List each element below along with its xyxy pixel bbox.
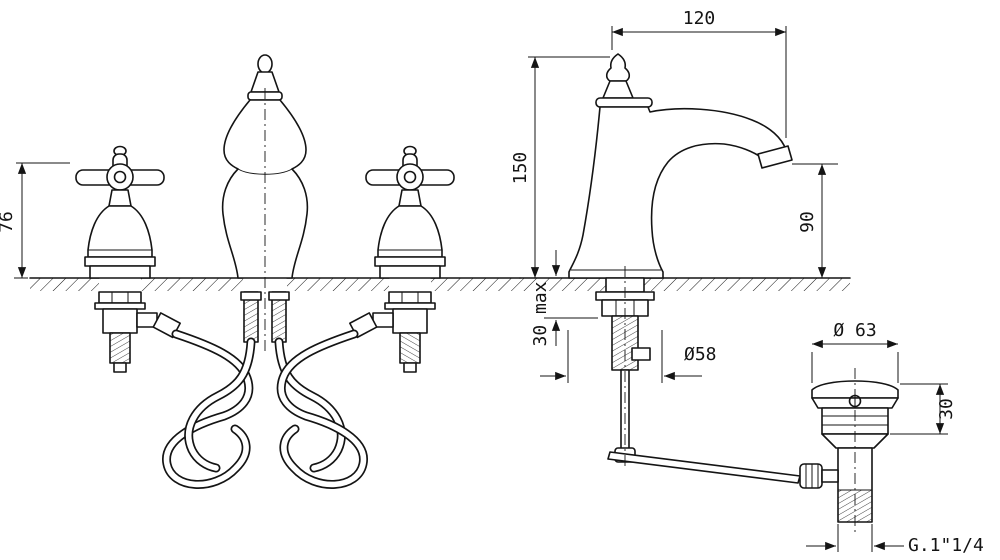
dimension-d58: Ø58 xyxy=(540,330,717,383)
dimension-30-max: 30 max xyxy=(530,250,598,347)
spout-side-view xyxy=(568,53,793,279)
dim-label-d58: Ø58 xyxy=(684,344,717,365)
dimension-thread: G.1"1/4 xyxy=(806,524,984,556)
dimension-30-drain: 30 xyxy=(890,383,957,435)
dimension-76: 76 xyxy=(0,162,70,279)
spout-shank-side xyxy=(595,266,801,484)
dimension-150: 150 xyxy=(510,56,610,278)
dim-label-120: 120 xyxy=(683,8,716,29)
dim-label-d63: Ø 63 xyxy=(833,320,876,341)
dimension-90: 90 xyxy=(792,163,838,278)
dim-label-thread: G.1"1/4 xyxy=(908,535,984,556)
dim-label-30: 30 xyxy=(936,398,957,420)
dim-label-150: 150 xyxy=(510,152,531,185)
left-handle-valve xyxy=(75,145,181,373)
popup-drain xyxy=(799,368,899,534)
dimension-120: 120 xyxy=(611,8,787,138)
deck-front-view xyxy=(29,277,521,291)
right-handle-valve xyxy=(349,145,455,373)
dim-label-76: 76 xyxy=(0,211,17,233)
dim-label-90: 90 xyxy=(797,211,818,233)
deck-side-view xyxy=(519,277,851,291)
dimension-d63: Ø 63 xyxy=(811,320,899,383)
dim-label-30max: 30 max xyxy=(530,281,551,346)
flexible-hoses xyxy=(162,329,368,489)
center-spout-front xyxy=(221,54,309,352)
